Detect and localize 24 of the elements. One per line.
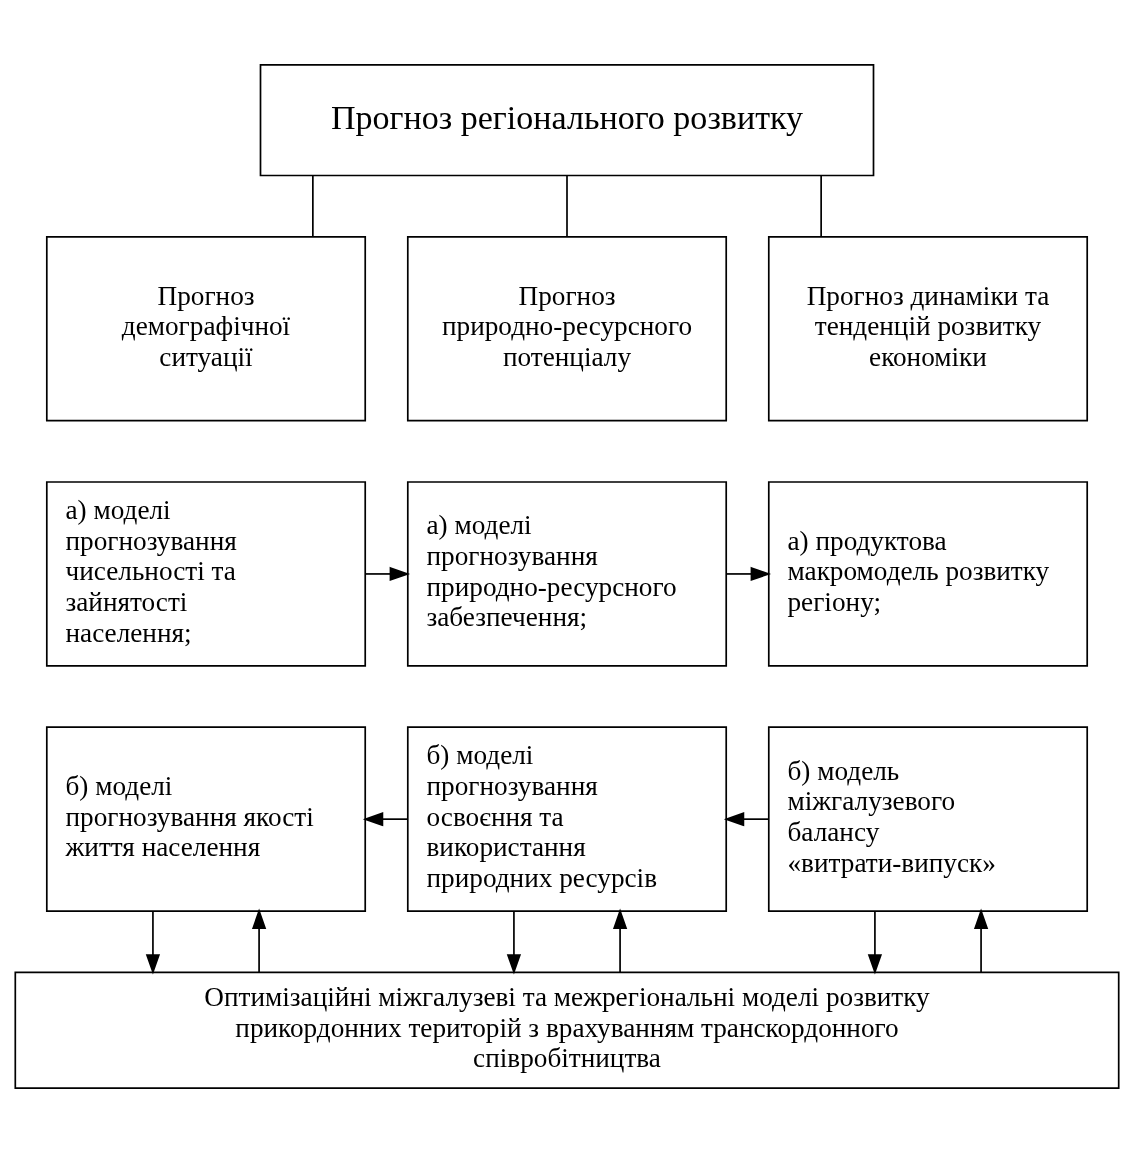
arrow	[725, 566, 772, 582]
node-box: а) продуктова макромодель розвитку регіону;	[767, 481, 1089, 667]
arrow	[612, 908, 628, 973]
node-box: Прогноз регіонального розвитку	[259, 63, 875, 177]
arrow	[251, 908, 267, 973]
node-box: Оптимізаційні міжгалузеві та межрегіональні моделі розвитку прикордонних територій з врахуванням транскордонного співробітництва	[14, 971, 1120, 1090]
node-box: Прогноз демографічної ситуації	[45, 235, 367, 422]
connector	[312, 174, 314, 237]
arrow	[364, 566, 411, 582]
connector	[566, 174, 568, 237]
arrow	[867, 910, 883, 975]
arrow	[362, 812, 409, 827]
node-box: Прогноз природно-ресурсного потенціалу	[406, 235, 728, 422]
node-box: б) моделі прогнозування освоєння та використання природних ресурсів	[406, 726, 728, 912]
arrow	[973, 908, 989, 973]
connector	[820, 174, 822, 237]
node-box: Прогноз динаміки та тенденцій розвитку економіки	[767, 235, 1089, 422]
node-box: б) моделі прогнозування якості життя населення	[45, 726, 367, 912]
arrow	[723, 812, 770, 827]
node-box: а) моделі прогнозування природно-ресурсного забезпечення;	[406, 481, 728, 667]
arrow	[506, 910, 522, 975]
arrow	[145, 910, 161, 975]
node-box: б) модель міжгалузевого балансу «витрати-випуск»	[767, 726, 1089, 912]
node-box: а) моделі прогнозування чисельності та зайнятості населення;	[45, 481, 367, 667]
